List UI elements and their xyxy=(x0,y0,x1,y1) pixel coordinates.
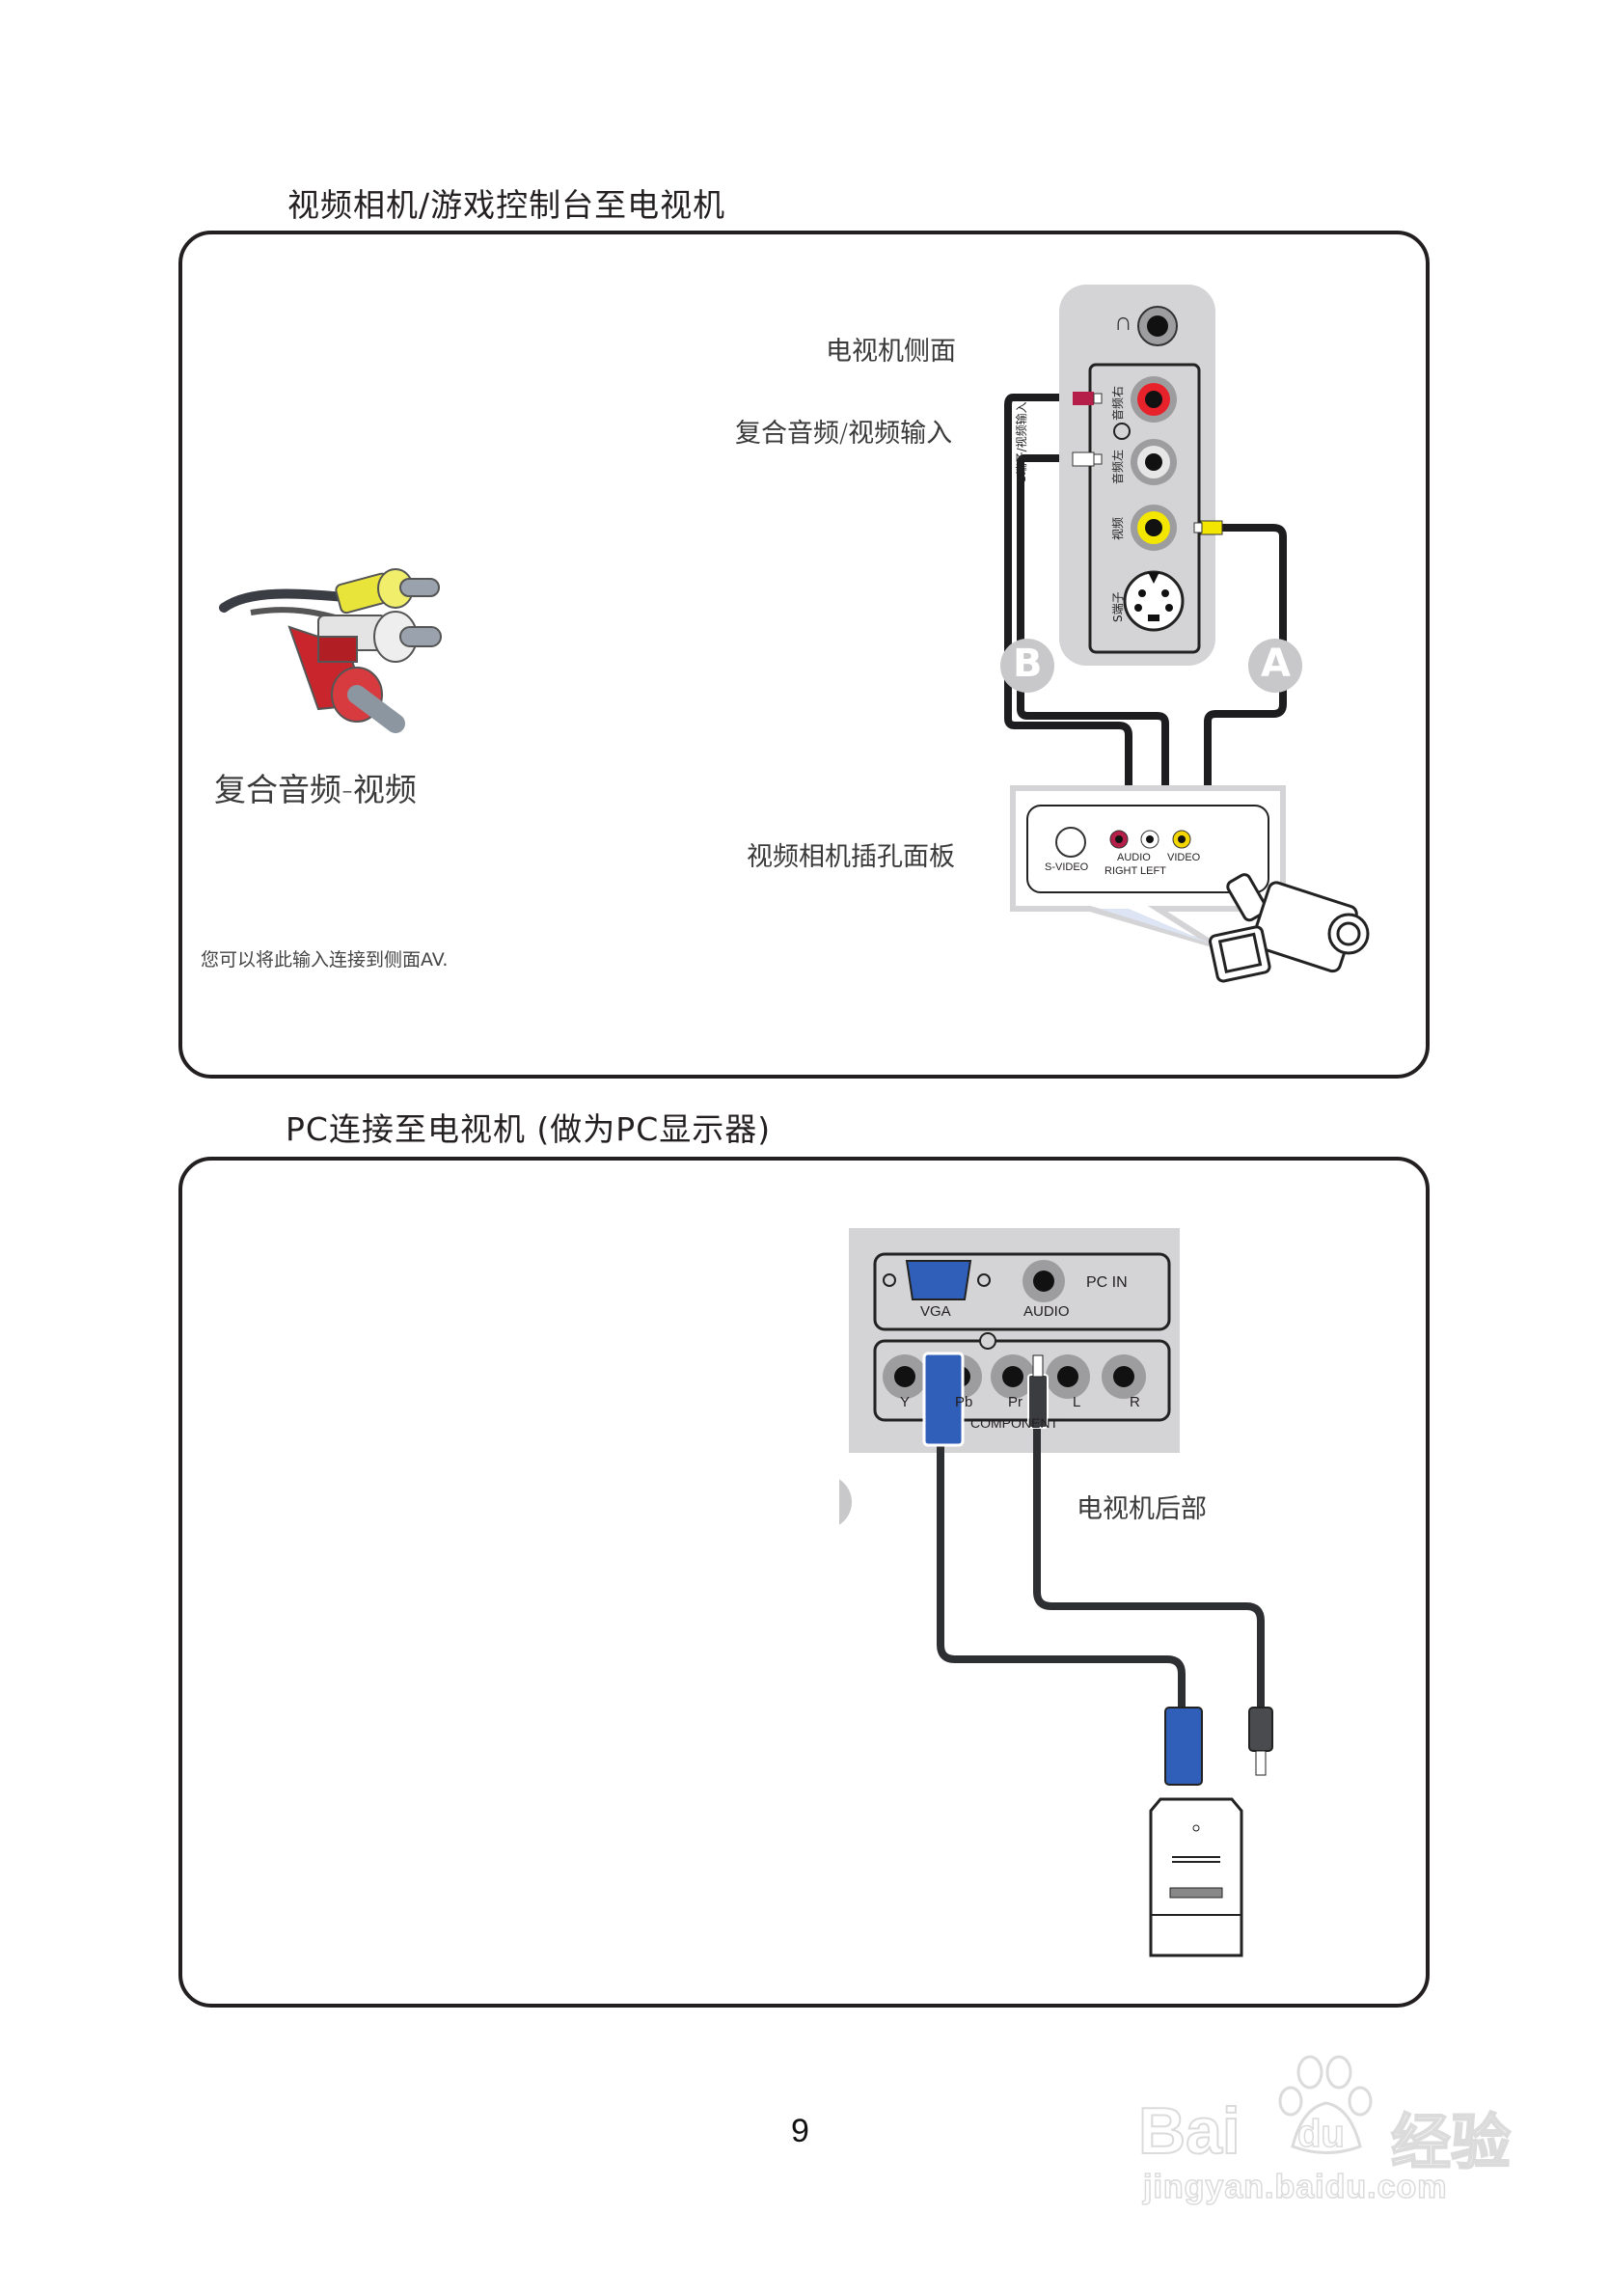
component-y-label: Y xyxy=(900,1394,911,1410)
yellow-rca-plug xyxy=(335,568,440,615)
section-title-camcorder: 视频相机/游戏控制台至电视机 xyxy=(287,186,726,224)
marker-a-label: A xyxy=(1261,642,1291,686)
vga-label: VGA xyxy=(920,1303,951,1320)
pc-in-label: PC IN xyxy=(1086,1274,1128,1291)
jack-label-svideo: S端子 xyxy=(1111,591,1125,622)
component-r-label: R xyxy=(1130,1394,1140,1410)
watermark-brand-du: du xyxy=(1296,2112,1345,2156)
page-number: 9 xyxy=(791,2113,809,2149)
side-panel-group-label: S端子/视频输入 xyxy=(1015,401,1028,482)
watermark-url: jingyan.baidu.com xyxy=(1142,2168,1448,2206)
side-av-note: 您可以将此输入连接到侧面AV. xyxy=(201,949,449,970)
component-pr-label: Pr xyxy=(1008,1394,1023,1410)
rca-cable-illustration xyxy=(219,568,442,733)
jack-label-audio-left: 音频左 xyxy=(1111,449,1125,484)
tv-back-panel-diagram: } xyxy=(839,1228,1273,1957)
tv-back-label: 电视机后部 xyxy=(1077,1494,1207,1524)
paw-icon xyxy=(1278,2055,1373,2154)
composite-av-caption: 复合音频-视频 xyxy=(214,771,417,808)
pc-connection-frame xyxy=(178,1157,1430,2008)
camcorder-audio-label: AUDIO xyxy=(1117,852,1151,863)
watermark-product: 经验 xyxy=(1390,2106,1512,2178)
section-title-pc: PC连接至电视机 (做为PC显示器) xyxy=(286,1110,772,1148)
tv-side-label: 电视机侧面 xyxy=(826,337,956,367)
component-l-label: L xyxy=(1073,1394,1081,1410)
vga-plug xyxy=(922,1352,965,1447)
red-rca-plug xyxy=(287,625,405,733)
jack-label-video: 视频 xyxy=(1111,516,1125,540)
camcorder-video-label: VIDEO xyxy=(1167,852,1201,863)
marker-b-label: B xyxy=(1013,642,1043,686)
camcorder-right-label: RIGHT xyxy=(1104,865,1138,877)
pc-tower-icon xyxy=(1149,1797,1243,1957)
component-label: COMPONENT xyxy=(970,1415,1058,1431)
baidu-jingyan-watermark: Bai du 经验 jingyan.baidu.com xyxy=(1137,2055,1524,2209)
camcorder-icon xyxy=(1209,873,1370,983)
watermark-brand: Bai xyxy=(1137,2093,1241,2169)
headphone-icon: ∩ xyxy=(1114,307,1132,336)
camcorder-panel-label: 视频相机插孔面板 xyxy=(747,842,955,872)
camcorder-connection-frame xyxy=(178,231,1430,1079)
jack-label-audio-right: 音频右 xyxy=(1111,385,1125,421)
camcorder-svideo-label: S-VIDEO xyxy=(1045,861,1089,873)
marker-a-pc-label: A xyxy=(797,1481,827,1525)
composite-input-label: 复合音频/视频输入 xyxy=(735,419,953,449)
vga-port xyxy=(905,1260,972,1300)
camcorder-left-label: LEFT xyxy=(1140,865,1166,877)
audio-label: AUDIO xyxy=(1023,1303,1070,1320)
component-pb-label: Pb xyxy=(955,1394,973,1410)
tv-side-panel-diagram: ∩ xyxy=(1000,285,1370,983)
